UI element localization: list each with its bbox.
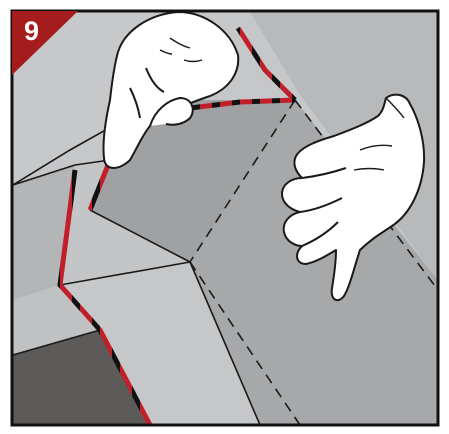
step-number: 9: [24, 16, 39, 46]
